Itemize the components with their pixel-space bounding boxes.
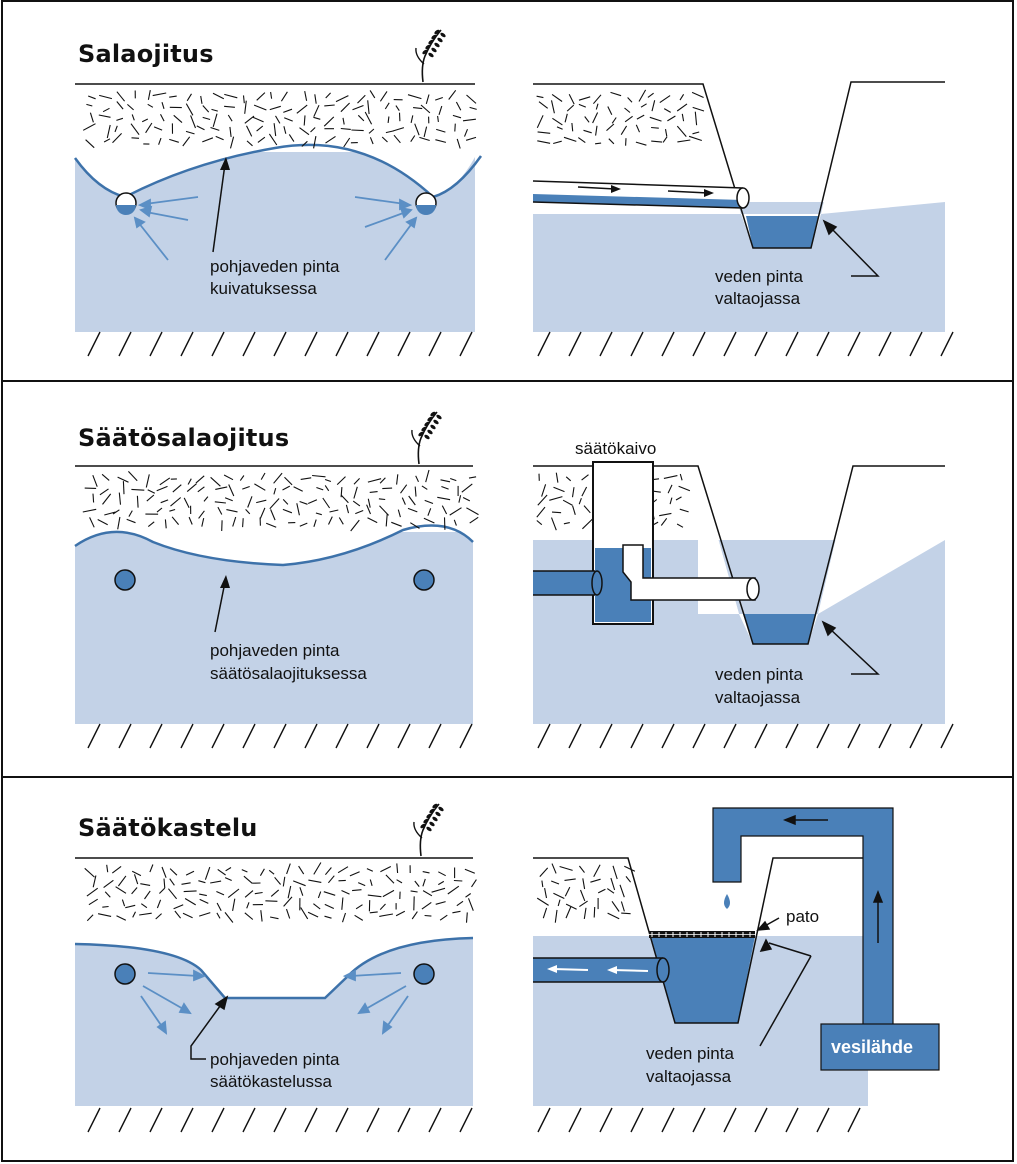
outlet-pipe-end (747, 578, 759, 600)
drain-pipe-left-1 (115, 570, 135, 590)
drain-pipe-left-2 (416, 193, 436, 215)
outlet-pipe-left (533, 958, 669, 982)
groundwater-label-line-2: säätösalaojituksessa (210, 663, 367, 684)
drain-pipe-left-1 (116, 193, 136, 215)
ditch-water-label-line-2: valtaojassa (715, 687, 800, 708)
water-source-label: vesilähde (831, 1037, 913, 1058)
control-well-label: säätökaivo (575, 438, 656, 459)
wheat-icon (412, 411, 443, 464)
hatch-left (88, 332, 472, 356)
groundwater-label-line-1: pohjaveden pinta (210, 640, 340, 661)
panel-title: Säätösalaojitus (78, 424, 289, 452)
panel-saatokastelu: Säätökastelu pohjaveden pinta säätökaste… (1, 776, 1014, 1162)
ditch-water-label-line-2: valtaojassa (715, 288, 800, 309)
dam-label: pato (786, 906, 819, 927)
hatch-right (538, 1108, 860, 1132)
panel-title: Salaojitus (78, 40, 214, 68)
ditch-water-label-line-1: veden pinta (646, 1043, 734, 1064)
hatch-left (88, 1108, 472, 1132)
dam (649, 931, 755, 938)
hatch-right (538, 332, 953, 356)
panel-salaojitus: Salaojitus pohjaveden pinta kuivatuksess… (1, 0, 1014, 382)
groundwater-label-line-2: säätökastelussa (210, 1071, 332, 1092)
ditch-water-label-line-1: veden pinta (715, 664, 803, 685)
wheat-icon (416, 29, 447, 82)
panel-title: Säätökastelu (78, 814, 258, 842)
hatch-right (538, 724, 953, 748)
hatch-left (88, 724, 472, 748)
ditch-water-right (743, 614, 815, 644)
inlet-pipe (533, 571, 602, 595)
groundwater-label-line-1: pohjaveden pinta (210, 1049, 340, 1070)
panel-saatosalaojitus: Säätösalaojitus pohjaveden pinta säätösa… (1, 380, 1014, 778)
drain-pipe-left-2 (414, 570, 434, 590)
ditch-water-label-line-2: valtaojassa (646, 1066, 731, 1087)
water-drop-icon (724, 894, 730, 909)
drain-pipe-left-2 (414, 964, 434, 984)
drain-pipe-left-1 (115, 964, 135, 984)
wheat-icon (414, 803, 445, 856)
groundwater-label-line-2: kuivatuksessa (210, 278, 317, 299)
ditch-water-label-line-1: veden pinta (715, 266, 803, 287)
groundwater-label-line-1: pohjaveden pinta (210, 256, 340, 277)
ditch-water-right (746, 216, 818, 248)
